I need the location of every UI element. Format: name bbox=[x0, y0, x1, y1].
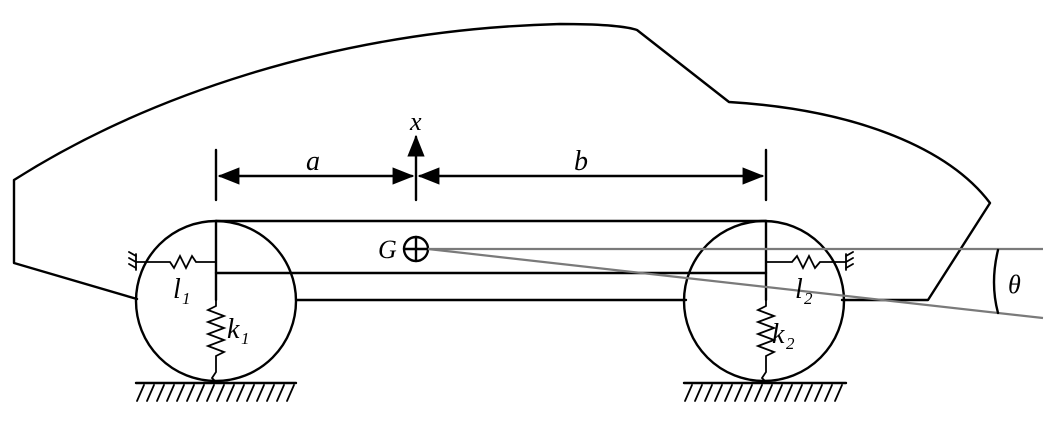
front-horizontal-spring bbox=[128, 251, 217, 271]
front-vertical-spring bbox=[205, 299, 227, 383]
x-axis-label: x bbox=[409, 107, 422, 136]
l2-label: l 2 bbox=[795, 274, 813, 308]
front-ground-hatch bbox=[134, 381, 298, 402]
rear-wheel bbox=[682, 219, 846, 383]
svg-text:1: 1 bbox=[182, 289, 191, 308]
k2-label: k 2 bbox=[772, 319, 795, 353]
l1-label: l 1 bbox=[173, 274, 191, 308]
rear-ground-hatch bbox=[682, 381, 848, 402]
car-body-outline bbox=[12, 22, 992, 302]
svg-text:l: l bbox=[173, 274, 181, 305]
k1-label: k 1 bbox=[227, 314, 250, 348]
rear-vertical-spring bbox=[755, 299, 777, 383]
dimension-a-label: a bbox=[306, 146, 320, 177]
svg-text:1: 1 bbox=[241, 329, 250, 348]
center-of-gravity-label: G bbox=[378, 235, 397, 264]
svg-text:k: k bbox=[772, 319, 785, 350]
theta-label: θ bbox=[1008, 270, 1021, 299]
theta-angle-arc bbox=[992, 248, 1000, 315]
svg-text:k: k bbox=[227, 314, 240, 345]
svg-text:l: l bbox=[795, 274, 803, 305]
center-of-gravity-symbol bbox=[402, 235, 430, 263]
tilted-reference-line bbox=[427, 247, 1044, 320]
svg-text:2: 2 bbox=[786, 334, 795, 353]
svg-text:2: 2 bbox=[804, 289, 813, 308]
dimension-b-label: b bbox=[574, 146, 588, 177]
rear-horizontal-spring bbox=[765, 251, 854, 271]
